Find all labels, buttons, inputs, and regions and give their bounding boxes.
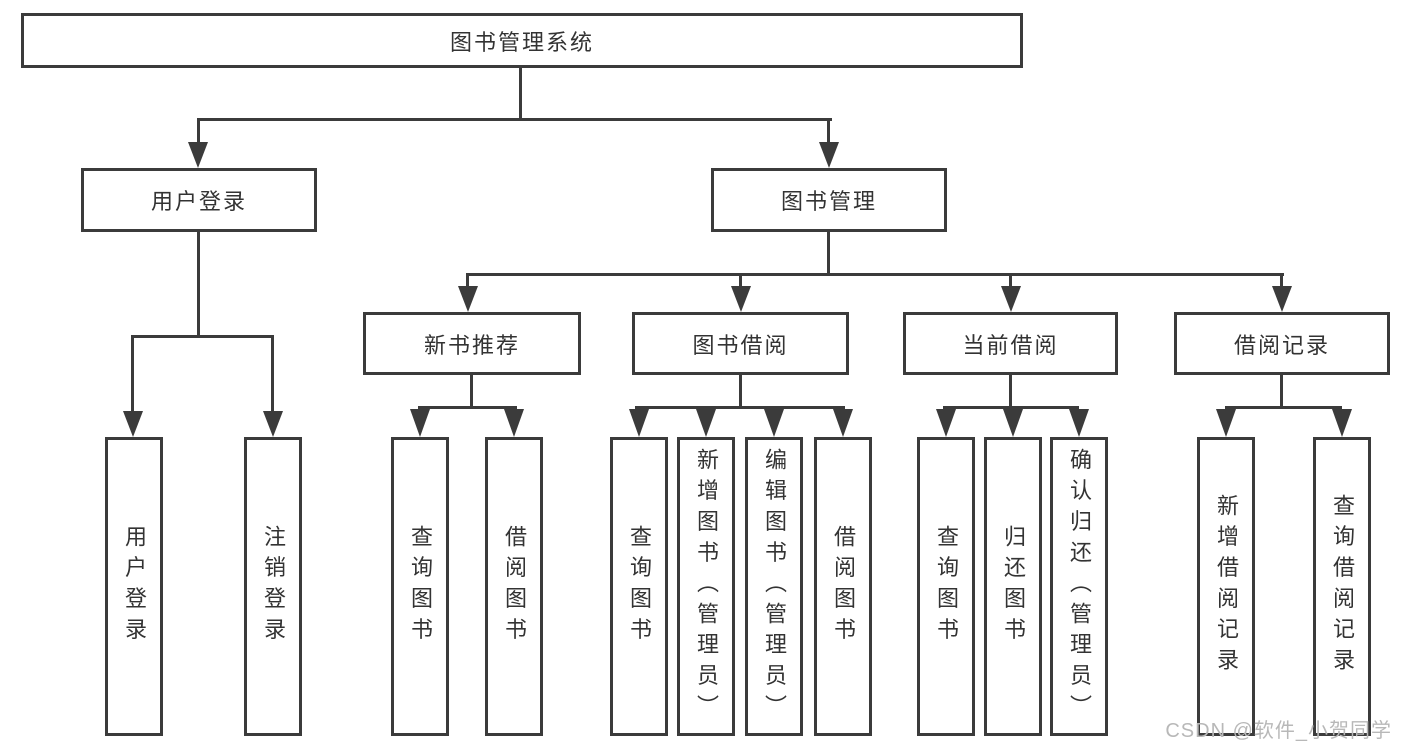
leaf-record-query: 查询借阅记录 [1313,437,1371,736]
leaf-label: 借阅图书 [502,524,527,649]
leaf-newbook-borrow: 借阅图书 [485,437,543,736]
connector-line [827,232,830,273]
leaf-label: 注销登录 [261,524,286,649]
arrow-down-icon [731,286,751,312]
connector-line [271,337,274,413]
connector-line [131,335,274,338]
connector-line [197,120,200,144]
node-current-borrow: 当前借阅 [903,312,1118,375]
connector-line [1009,375,1012,406]
arrow-down-icon [410,409,430,437]
leaf-label: 编辑图书（管理员） [762,447,787,726]
arrow-down-icon [696,409,716,437]
node-borrow-records: 借阅记录 [1174,312,1390,375]
arrow-down-icon [123,411,143,437]
leaf-current-return: 归还图书 [984,437,1042,736]
leaf-logout: 注销登录 [244,437,302,736]
leaf-label: 查询图书 [934,524,959,649]
connector-line [1225,406,1342,409]
leaf-record-add: 新增借阅记录 [1197,437,1255,736]
leaf-label: 查询图书 [627,524,652,649]
arrow-down-icon [1003,409,1023,437]
leaf-borrow-query: 查询图书 [610,437,668,736]
connector-line [739,375,742,406]
node-library-system: 图书管理系统 [21,13,1023,68]
arrow-down-icon [1216,409,1236,437]
node-user-login: 用户登录 [81,168,317,232]
node-book-borrow: 图书借阅 [632,312,849,375]
connector-line [1280,275,1283,288]
leaf-label: 新增借阅记录 [1214,494,1239,679]
leaf-user-login: 用户登录 [105,437,163,736]
arrow-down-icon [1332,409,1352,437]
connector-line [739,275,742,288]
connector-line [418,406,517,409]
csdn-watermark: CSDN @软件_小贺同学 [1165,720,1392,742]
arrow-down-icon [458,286,478,312]
arrow-down-icon [1272,286,1292,312]
arrow-down-icon [936,409,956,437]
connector-line [197,118,832,121]
connector-line [1009,275,1012,288]
leaf-label: 归还图书 [1001,524,1026,649]
arrow-down-icon [1069,409,1089,437]
leaf-borrow-borrow: 借阅图书 [814,437,872,736]
connector-line [466,273,1284,276]
connector-line [197,232,200,335]
connector-line [827,120,830,144]
leaf-current-confirm-admin: 确认归还（管理员） [1050,437,1108,736]
arrow-down-icon [1001,286,1021,312]
leaf-label: 用户登录 [122,524,147,649]
connector-line [470,375,473,406]
node-new-book-recommend: 新书推荐 [363,312,581,375]
arrow-down-icon [629,409,649,437]
leaf-label: 新增图书（管理员） [694,447,719,726]
leaf-newbook-query: 查询图书 [391,437,449,736]
connector-line [466,275,469,288]
node-book-management: 图书管理 [711,168,947,232]
arrow-down-icon [819,142,839,168]
connector-line [1280,375,1283,406]
leaf-label: 查询借阅记录 [1330,494,1355,679]
leaf-borrow-add-admin: 新增图书（管理员） [677,437,735,736]
leaf-borrow-edit-admin: 编辑图书（管理员） [745,437,803,736]
connector-line [635,406,845,409]
connector-line [131,337,134,413]
connector-line [943,406,1079,409]
leaf-label: 查询图书 [408,524,433,649]
arrow-down-icon [504,409,524,437]
arrow-down-icon [764,409,784,437]
arrow-down-icon [263,411,283,437]
arrow-down-icon [188,142,208,168]
leaf-label: 确认归还（管理员） [1067,447,1092,726]
connector-line [519,68,522,118]
leaf-current-query: 查询图书 [917,437,975,736]
arrow-down-icon [833,409,853,437]
leaf-label: 借阅图书 [831,524,856,649]
